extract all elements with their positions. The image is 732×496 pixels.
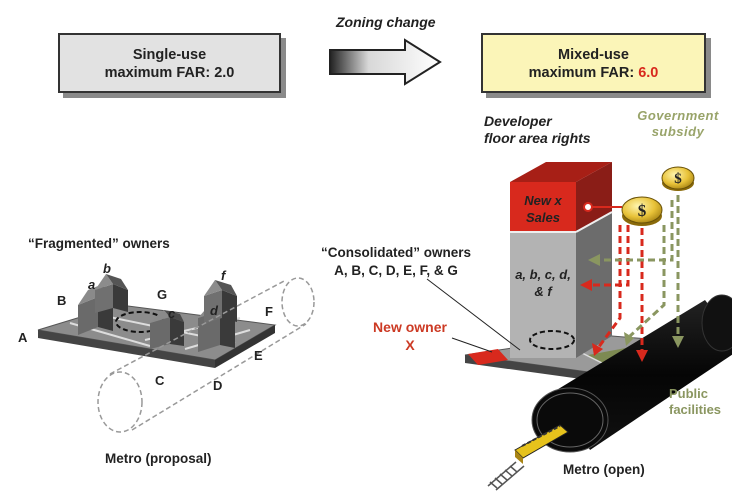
metro-tunnel bbox=[531, 294, 732, 453]
consolidated-owners-line1: “Consolidated” owners bbox=[320, 245, 472, 260]
coin-subsidy-small: $ bbox=[661, 166, 695, 191]
svg-text:$: $ bbox=[638, 201, 647, 220]
leader-lines bbox=[426, 278, 521, 353]
house-label-b: b bbox=[103, 261, 111, 276]
developer-rights-label: Developer floor area rights bbox=[484, 113, 591, 147]
single-use-far-label: maximum FAR: bbox=[104, 65, 215, 81]
developer-rights-line2: floor area rights bbox=[484, 130, 591, 146]
metro-track bbox=[487, 461, 525, 491]
public-facilities-label: Public facilities bbox=[669, 386, 721, 418]
zoning-change-arrow bbox=[329, 38, 442, 86]
government-subsidy-line1: Government bbox=[637, 108, 719, 123]
consolidated-owners-label: “Consolidated” owners A, B, C, D, E, F, … bbox=[316, 244, 476, 280]
new-sales-line1: New x bbox=[524, 193, 562, 208]
mixed-use-title: Mixed-use bbox=[558, 47, 629, 63]
new-owner-line2: X bbox=[405, 337, 415, 353]
tower-owners-label: a, b, c, d, & f bbox=[510, 266, 576, 300]
house-label-d: d bbox=[210, 303, 218, 318]
metro-open-label: Metro (open) bbox=[563, 462, 645, 477]
metro-proposal-label: Metro (proposal) bbox=[105, 451, 212, 466]
parcel-label-b: B bbox=[57, 293, 67, 308]
house-b bbox=[95, 274, 128, 313]
single-use-box: Single-use maximum FAR: 2.0 bbox=[58, 33, 281, 93]
new-owner-label: New owner X bbox=[360, 318, 460, 354]
fragmented-owners-label: “Fragmented” owners bbox=[28, 236, 170, 251]
house-label-c: c bbox=[168, 306, 176, 321]
red-arrowheads bbox=[580, 279, 648, 362]
metro-train bbox=[514, 424, 569, 464]
parcel-label-f: F bbox=[265, 304, 273, 319]
mixed-use-box: Mixed-use maximum FAR: 6.0 bbox=[481, 33, 706, 93]
coin-subsidy-large: $ bbox=[621, 196, 663, 226]
tower-owners-line2: & f bbox=[534, 284, 552, 299]
tower-owners-line1: a, b, c, d, bbox=[515, 267, 571, 282]
house-f bbox=[204, 280, 237, 324]
house-c bbox=[150, 310, 184, 349]
single-use-far-line: maximum FAR: 2.0 bbox=[60, 64, 279, 82]
government-subsidy-label: Government subsidy bbox=[628, 108, 728, 140]
mixed-use-far-line: maximum FAR: 6.0 bbox=[483, 64, 704, 82]
public-facilities-line2: facilities bbox=[669, 402, 722, 417]
parcel-label-d: D bbox=[213, 378, 223, 393]
svg-text:$: $ bbox=[674, 171, 682, 187]
single-use-title: Single-use bbox=[132, 47, 207, 63]
developer-rights-line1: Developer bbox=[484, 113, 552, 129]
house-label-f: f bbox=[221, 268, 226, 283]
new-owner-line1: New owner bbox=[373, 319, 447, 335]
single-use-far-value: 2.0 bbox=[214, 65, 235, 81]
parcel-label-g: G bbox=[157, 287, 168, 302]
mixed-use-far-value: 6.0 bbox=[638, 65, 659, 81]
olive-dashed-arrows bbox=[598, 195, 680, 340]
parcel-label-a: A bbox=[18, 330, 28, 345]
new-sales-label: New x Sales bbox=[510, 192, 576, 226]
parcel-label-c: C bbox=[155, 373, 165, 388]
olive-arrowheads bbox=[588, 254, 684, 348]
new-sales-line2: Sales bbox=[526, 210, 560, 225]
mixed-use-far-label: maximum FAR: bbox=[528, 65, 639, 81]
zoning-change-label: Zoning change bbox=[336, 14, 436, 30]
parcel-label-e: E bbox=[254, 348, 263, 363]
public-facilities-line1: Public bbox=[669, 386, 709, 401]
proposed-metro-outline bbox=[97, 277, 315, 433]
government-subsidy-line2: subsidy bbox=[651, 124, 705, 139]
red-dashed-arrows bbox=[590, 225, 644, 352]
house-label-a: a bbox=[88, 277, 96, 292]
sales-pin bbox=[583, 202, 622, 212]
consolidated-owners-line2: A, B, C, D, E, F, & G bbox=[334, 263, 458, 278]
